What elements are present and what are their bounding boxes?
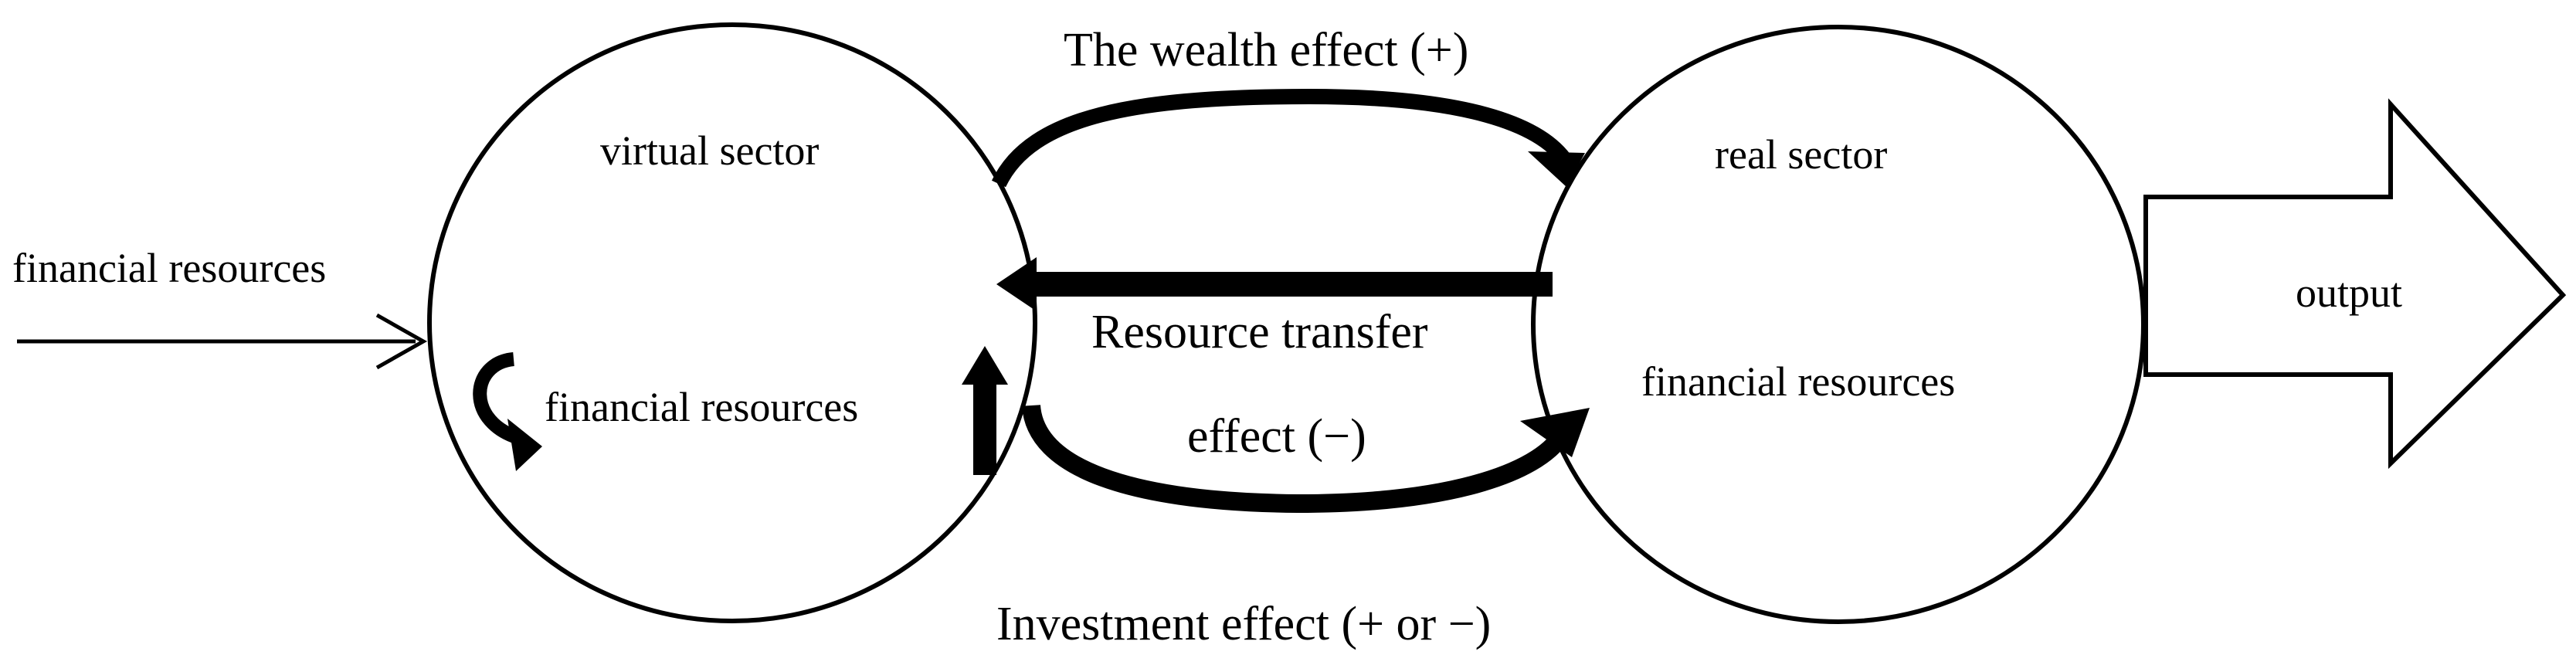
investment-effect-label: Investment effect (+ or −) xyxy=(996,598,1491,650)
resource-transfer-arrow xyxy=(996,257,1553,311)
recirculation-arrow xyxy=(473,352,542,471)
virtual-sector-ellipse xyxy=(427,22,1037,623)
real-sector-label: real sector xyxy=(1715,131,1887,178)
virtual-sector-label: virtual sector xyxy=(600,127,819,174)
real-financial-resources-label: financial resources xyxy=(1641,358,1955,405)
wealth-effect-label: The wealth effect (+) xyxy=(1064,24,1468,76)
input-arrow xyxy=(17,313,428,370)
output-label: output xyxy=(2296,270,2402,316)
upward-block-arrow xyxy=(962,346,1008,475)
resource-transfer-label-line2: effect (−) xyxy=(1187,410,1366,463)
investment-effect-arrow xyxy=(1022,404,1590,514)
input-financial-resources-label: financial resources xyxy=(12,245,326,291)
resource-transfer-label-line1: Resource transfer xyxy=(1091,306,1428,358)
real-sector-ellipse xyxy=(1531,25,2146,624)
wealth-effect-arrow xyxy=(991,88,1585,188)
virtual-financial-resources-label: financial resources xyxy=(545,384,858,430)
output-arrow xyxy=(2143,98,2567,470)
